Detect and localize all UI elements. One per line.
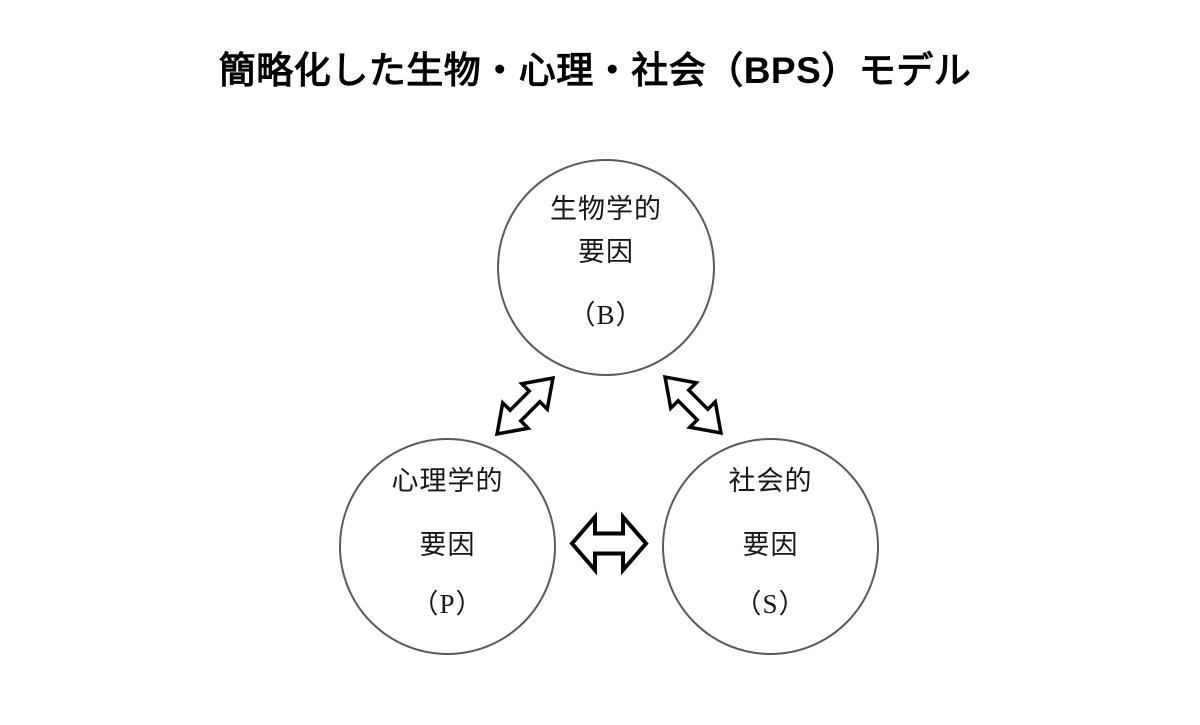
node-biological-label-line3: （B） <box>568 300 644 330</box>
node-social-label-line2: 要因 <box>742 530 799 560</box>
node-social-circle: 社会的 要因 （S） <box>662 438 879 655</box>
node-biological-circle: 生物学的 要因 （B） <box>497 159 715 376</box>
double-arrow-biological-psychological-icon <box>494 375 556 437</box>
node-social-label-line1: 社会的 <box>728 466 813 496</box>
double-arrow-biological-social-icon <box>662 374 724 436</box>
node-psychological-label-line2: 要因 <box>419 530 476 560</box>
node-biological-label-line1: 生物学的 <box>550 194 662 224</box>
node-psychological-circle: 心理学的 要因 （P） <box>339 438 556 655</box>
page-title: 簡略化した生物・心理・社会（BPS）モデル <box>218 50 972 91</box>
node-biological-label-line2: 要因 <box>578 237 634 267</box>
node-social-label-line3: （S） <box>734 589 807 619</box>
double-arrow-psychological-social-icon <box>569 511 649 576</box>
node-psychological-label-line3: （P） <box>411 589 484 619</box>
node-psychological-label-line1: 心理学的 <box>391 466 504 496</box>
